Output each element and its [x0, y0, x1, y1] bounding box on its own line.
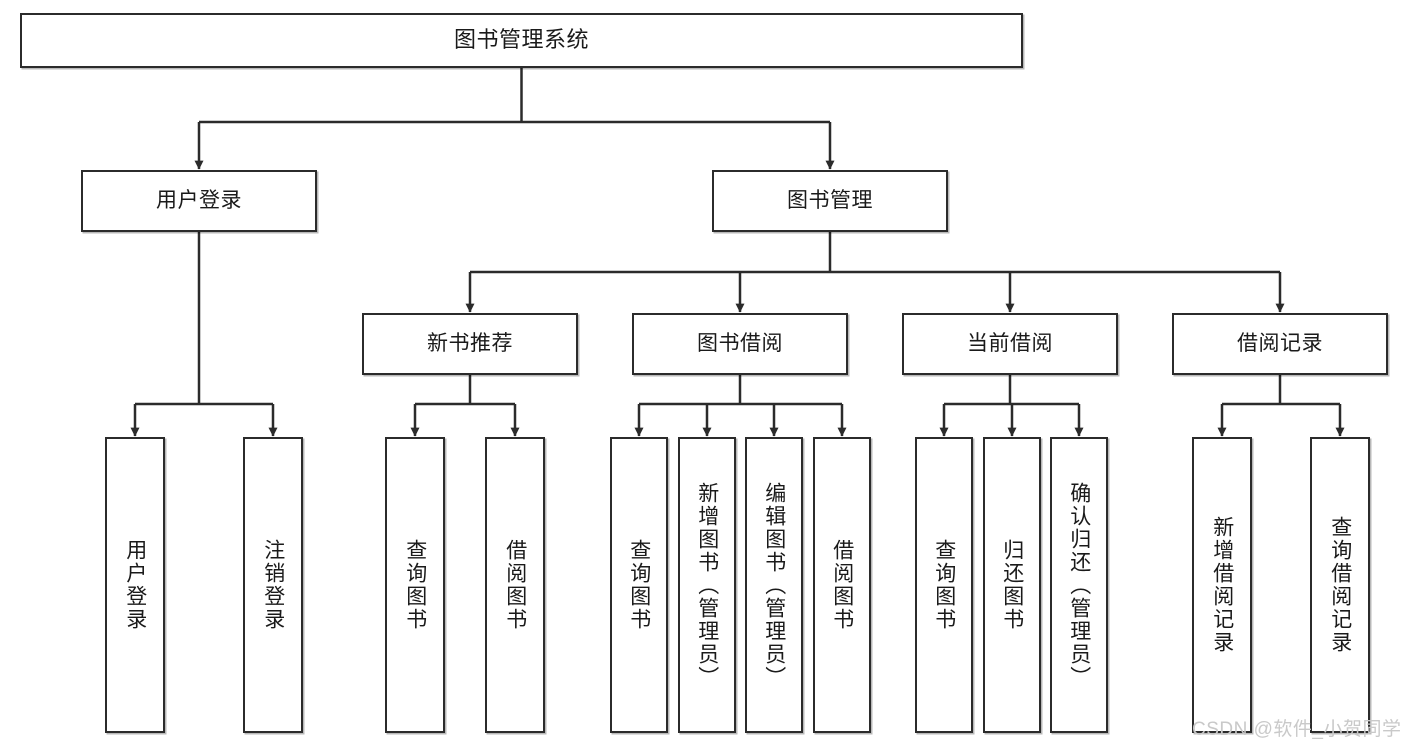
node-label: 新增借阅记录 [1210, 516, 1234, 654]
node-label: 归还图书 [1000, 539, 1024, 631]
node-l-logout[interactable]: 注销登录 [243, 437, 303, 733]
node-c-return[interactable]: 归还图书 [983, 437, 1041, 733]
node-c-confirm[interactable]: 确认归还（管理员） [1050, 437, 1108, 733]
node-label: 查询借阅记录 [1328, 516, 1352, 654]
node-borrow[interactable]: 图书借阅 [632, 313, 848, 375]
node-b-query[interactable]: 查询图书 [610, 437, 668, 733]
node-label: 注销登录 [261, 539, 285, 631]
node-l-login[interactable]: 用户登录 [105, 437, 165, 733]
node-n-borrow[interactable]: 借阅图书 [485, 437, 545, 733]
node-label: 编辑图书（管理员） [762, 481, 786, 689]
node-bookmgmt[interactable]: 图书管理 [712, 170, 948, 232]
csdn-watermark: CSDN @软件_小贺同学 [1192, 719, 1402, 740]
node-newbook[interactable]: 新书推荐 [362, 313, 578, 375]
node-label: 图书管理 [787, 189, 873, 213]
node-root[interactable]: 图书管理系统 [20, 13, 1023, 68]
node-label: 确认归还（管理员） [1067, 481, 1091, 689]
node-current[interactable]: 当前借阅 [902, 313, 1118, 375]
node-label: 借阅图书 [503, 539, 527, 631]
node-login[interactable]: 用户登录 [81, 170, 317, 232]
node-label: 查询图书 [627, 539, 651, 631]
node-b-add[interactable]: 新增图书（管理员） [678, 437, 736, 733]
node-b-lend[interactable]: 借阅图书 [813, 437, 871, 733]
node-label: 查询图书 [403, 539, 427, 631]
node-label: 新增图书（管理员） [695, 481, 719, 689]
node-label: 用户登录 [123, 539, 147, 631]
node-label: 新书推荐 [427, 332, 513, 356]
node-label: 用户登录 [156, 189, 242, 213]
node-label: 图书借阅 [697, 332, 783, 356]
node-label: 借阅记录 [1237, 332, 1323, 356]
edge-layer [130, 68, 1345, 437]
node-r-add[interactable]: 新增借阅记录 [1192, 437, 1252, 733]
node-records[interactable]: 借阅记录 [1172, 313, 1388, 375]
node-c-query[interactable]: 查询图书 [915, 437, 973, 733]
node-label: 当前借阅 [967, 332, 1053, 356]
node-label: 图书管理系统 [453, 27, 589, 53]
node-r-query[interactable]: 查询借阅记录 [1310, 437, 1370, 733]
node-n-query[interactable]: 查询图书 [385, 437, 445, 733]
node-label: 查询图书 [932, 539, 956, 631]
node-label: 借阅图书 [830, 539, 854, 631]
node-b-edit[interactable]: 编辑图书（管理员） [745, 437, 803, 733]
